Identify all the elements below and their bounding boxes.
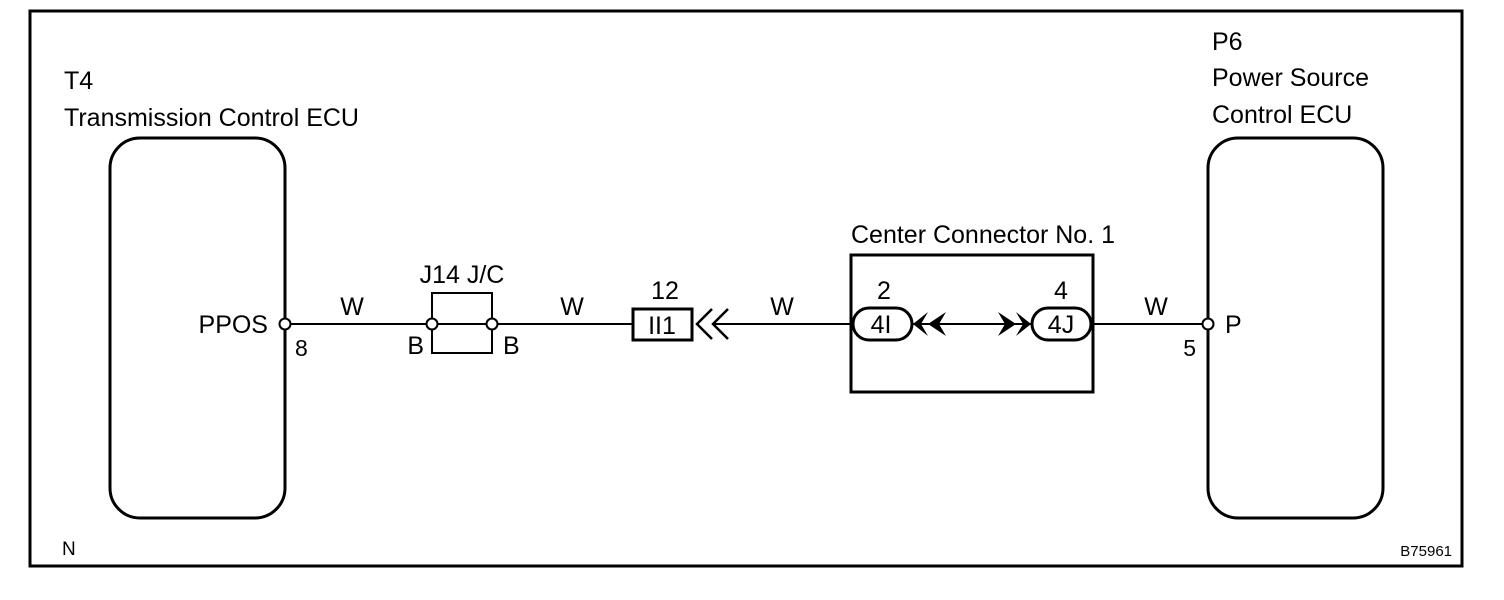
right-ecu-name-line1: Power Source bbox=[1212, 64, 1369, 92]
left-ecu-terminal-pin bbox=[278, 317, 292, 331]
connector-ii1-box bbox=[631, 307, 694, 342]
center-connector-title: Center Connector No. 1 bbox=[851, 221, 1115, 249]
left-ecu-code: T4 bbox=[64, 67, 93, 95]
connector-ii1-label: II1 bbox=[648, 312, 676, 340]
right-ecu-name-line2: Control ECU bbox=[1212, 101, 1352, 129]
junction-right-pin: B bbox=[503, 332, 520, 360]
wire-segment-2-color: W bbox=[560, 293, 584, 321]
connector-ii1-pin: 12 bbox=[651, 277, 679, 305]
diagram-frame bbox=[28, 9, 1464, 568]
center-connector-right-label: 4J bbox=[1048, 311, 1074, 339]
center-connector-right-pin: 4 bbox=[1054, 277, 1068, 305]
left-ecu-name: Transmission Control ECU bbox=[64, 104, 359, 132]
center-connector-left-arrow-icon bbox=[913, 312, 946, 336]
right-ecu-terminal-name: P bbox=[1225, 311, 1242, 339]
junction-left-pin: B bbox=[407, 332, 424, 360]
center-connector-left-label: 4I bbox=[871, 311, 892, 339]
center-connector-left-pin: 2 bbox=[877, 277, 891, 305]
junction-right-terminal-pin bbox=[485, 317, 499, 331]
right-ecu-code: P6 bbox=[1212, 28, 1243, 56]
junction-label: J14 J/C bbox=[420, 261, 505, 289]
right-ecu-pin: 5 bbox=[1183, 335, 1196, 361]
wire-segment-3-color: W bbox=[770, 293, 794, 321]
junction-bracket bbox=[431, 292, 493, 354]
right-ecu-terminal-pin bbox=[1201, 317, 1215, 331]
wire-segment-4-color: W bbox=[1144, 293, 1168, 321]
left-ecu-terminal-name: PPOS bbox=[199, 311, 268, 339]
left-ecu-pin: 8 bbox=[295, 335, 308, 361]
wire-segment-1-color: W bbox=[340, 293, 364, 321]
footer-left-mark: N bbox=[62, 539, 76, 560]
junction-left-terminal-pin bbox=[425, 317, 439, 331]
center-connector-right-arrow-icon bbox=[998, 312, 1031, 336]
figure-id: B75961 bbox=[1400, 543, 1452, 560]
